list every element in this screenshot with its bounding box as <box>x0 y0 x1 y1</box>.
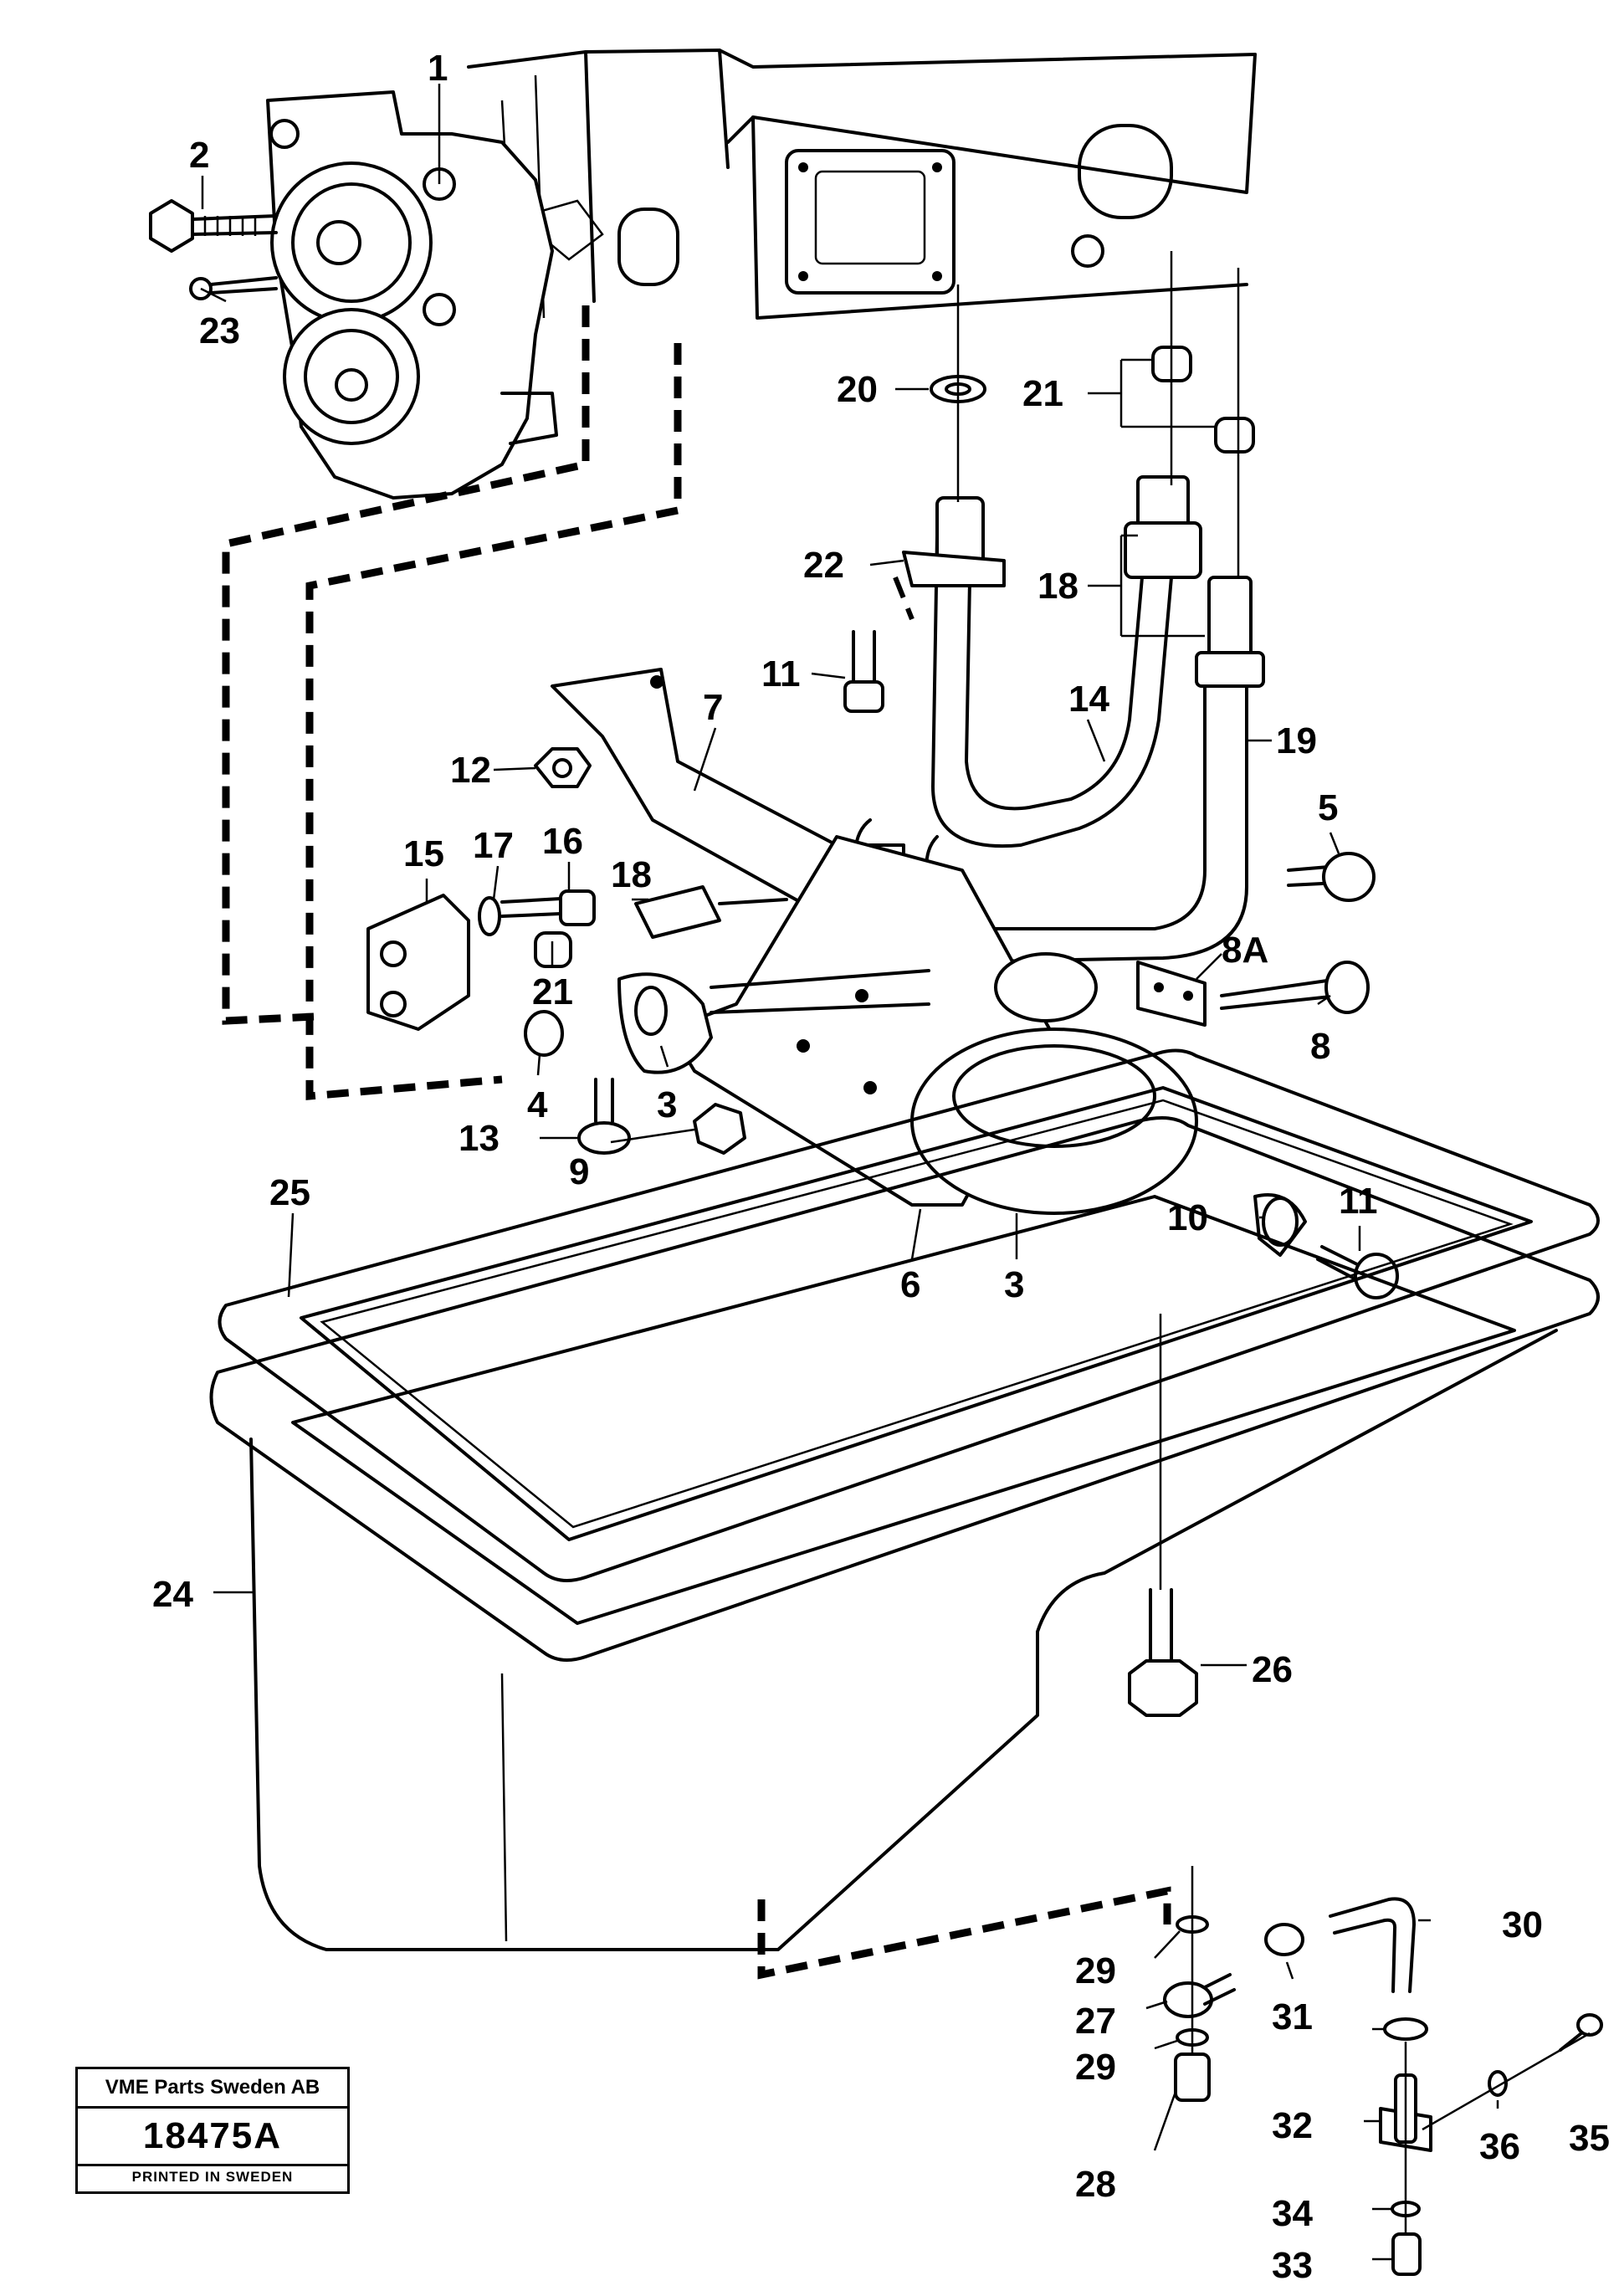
clip-10 <box>1253 1193 1307 1257</box>
flange-dashed <box>893 576 915 621</box>
callout-10: 10 <box>1167 1197 1208 1238</box>
nut-12 <box>534 747 592 788</box>
bolt-26 <box>1128 1314 1198 1717</box>
union-18-left <box>634 885 788 939</box>
pump-dashed-link-2 <box>305 343 682 1100</box>
callout-3a: 3 <box>657 1084 677 1125</box>
pipe-3-connector <box>617 969 930 1074</box>
callout-26: 26 <box>1252 1649 1293 1690</box>
screw-16 <box>500 889 596 926</box>
callout-16: 16 <box>542 821 583 862</box>
callout-12: 12 <box>450 750 491 791</box>
gasket-25 <box>218 1048 1600 1582</box>
callout-20: 20 <box>837 369 878 410</box>
callout-11b: 11 <box>1339 1181 1378 1222</box>
oil-pump <box>266 90 558 500</box>
stamp-printed-in: PRINTED IN SWEDEN <box>131 2169 294 2185</box>
callout-2: 2 <box>189 135 209 176</box>
callout-23: 23 <box>199 310 240 351</box>
screw-33 <box>1391 2232 1422 2276</box>
title-stamp: VME Parts Sweden AB 18475A PRINTED IN SW… <box>75 2067 350 2194</box>
callout-24: 24 <box>152 1574 193 1615</box>
screw-35 <box>1559 2013 1603 2052</box>
callout-33: 33 <box>1272 2245 1313 2286</box>
callout-35: 35 <box>1569 2118 1610 2159</box>
oil-sump-24 <box>209 1116 1600 1951</box>
callout-34: 34 <box>1272 2193 1313 2234</box>
stamp-company: VME Parts Sweden AB <box>78 2069 347 2109</box>
callout-9: 9 <box>569 1151 589 1192</box>
callout-29b: 29 <box>1075 2047 1116 2088</box>
clamp-31-lower <box>1383 2017 1428 2041</box>
callout-5: 5 <box>1318 787 1338 828</box>
leader-lines <box>200 84 1499 2261</box>
pipe-end-22 <box>902 496 1006 587</box>
callout-8A: 8A <box>1222 930 1268 971</box>
callout-36: 36 <box>1479 2126 1520 2167</box>
pressure-pipe-19 <box>944 576 1265 964</box>
callout-25: 25 <box>269 1172 310 1213</box>
callout-15: 15 <box>403 833 444 874</box>
screw-11-bottom <box>1316 1245 1399 1299</box>
screw-23 <box>189 276 278 300</box>
callout-28: 28 <box>1075 2164 1116 2205</box>
union-18-top <box>1124 475 1202 579</box>
callout-21a: 21 <box>1022 373 1063 414</box>
callout-21b: 21 <box>532 971 573 1012</box>
callout-19: 19 <box>1276 720 1317 761</box>
hose-30 <box>1329 1897 1416 1993</box>
callout-4: 4 <box>527 1084 548 1125</box>
callout-17: 17 <box>473 825 514 866</box>
flange-8A <box>1136 961 1207 1027</box>
callout-1: 1 <box>428 48 448 89</box>
callout-labels: 1 2 23 20 21 22 18 11 14 19 7 12 17 16 1… <box>152 48 1610 2286</box>
pump-dashed-link <box>222 305 590 1025</box>
nut-21-bottom <box>1214 417 1255 454</box>
callout-6: 6 <box>900 1264 920 1305</box>
callout-14: 14 <box>1068 679 1109 720</box>
nut-9 <box>693 1103 746 1155</box>
callout-18a: 18 <box>1037 566 1078 607</box>
valve-housing-15 <box>366 894 470 1031</box>
callout-27: 27 <box>1075 2001 1116 2042</box>
screw-11-top <box>843 630 884 713</box>
washer-4 <box>524 1010 564 1057</box>
callout-18b: 18 <box>611 854 652 895</box>
screw-13 <box>577 1078 631 1155</box>
callout-3b: 3 <box>1004 1264 1024 1305</box>
drain-dashed-link <box>757 1886 1171 1980</box>
strainer-3 <box>910 952 1198 1215</box>
nut-31 <box>1264 1923 1304 1956</box>
callout-11a: 11 <box>761 653 801 694</box>
callout-31: 31 <box>1272 1996 1313 2037</box>
bolt-8 <box>1220 961 1370 1014</box>
callout-7: 7 <box>703 687 723 728</box>
engine-block <box>467 49 1257 320</box>
callout-22: 22 <box>803 545 844 586</box>
washer-17 <box>478 896 501 936</box>
callout-13: 13 <box>459 1118 500 1159</box>
screw-28 <box>1174 2053 1211 2102</box>
callout-32: 32 <box>1272 2105 1313 2146</box>
stamp-drawing-number: 18475A <box>78 2109 347 2166</box>
callout-8: 8 <box>1310 1026 1330 1067</box>
callout-30: 30 <box>1502 1904 1543 1945</box>
bolt-5 <box>1287 852 1376 902</box>
bolt-2 <box>149 199 278 253</box>
callout-29a: 29 <box>1075 1950 1116 1991</box>
banjo-27 <box>1163 1973 1236 2018</box>
